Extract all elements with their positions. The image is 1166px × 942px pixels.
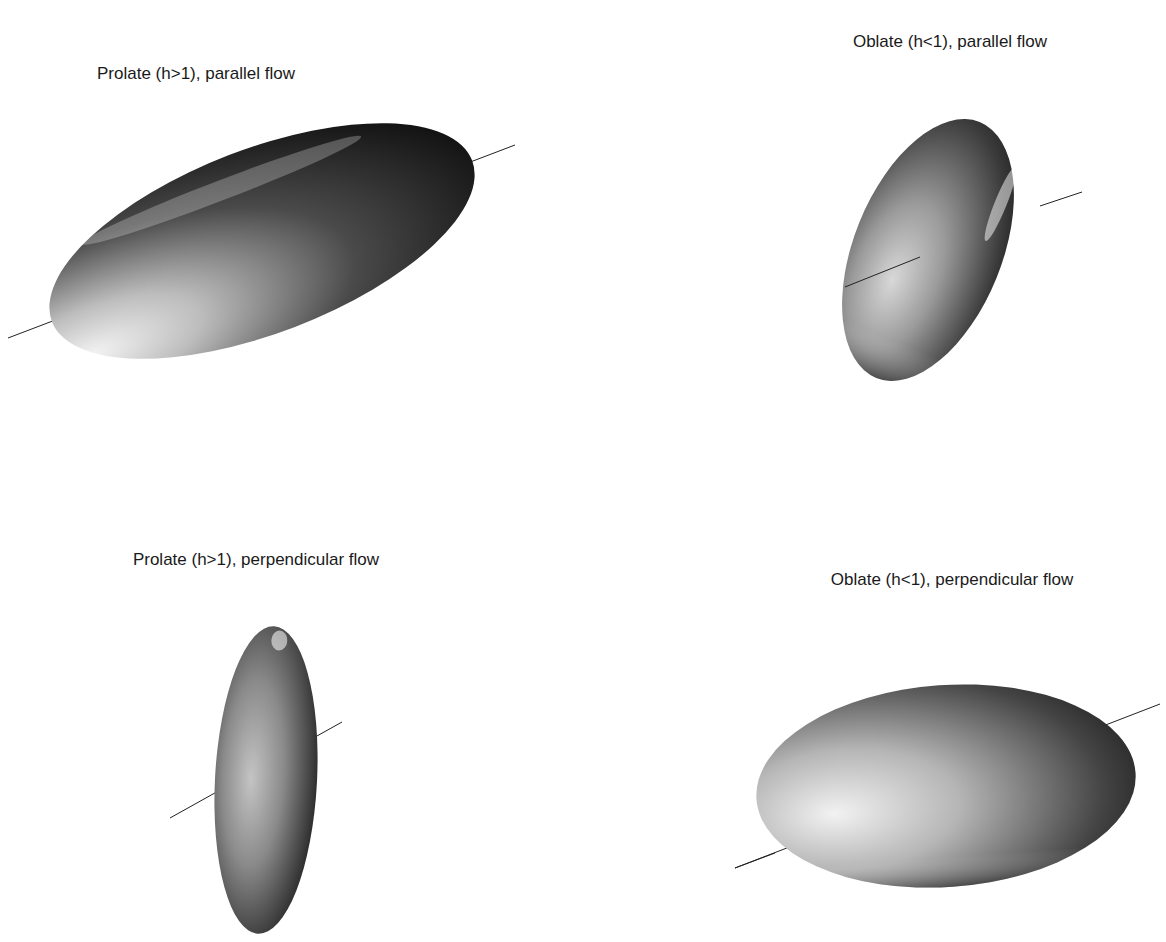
figure-title: Prolate (h>1), parallel flow [97,64,295,84]
prolate-ellipsoid [207,624,325,937]
figure-title: Oblate (h<1), perpendicular flow [831,570,1073,590]
oblate-ellipsoid [808,94,1049,405]
axis-line [735,853,775,868]
axis-line [1040,192,1082,206]
prolate-ellipsoid [19,74,505,407]
figure-title: Prolate (h>1), perpendicular flow [133,550,379,570]
oblate-ellipsoid [749,672,1142,900]
figure-title: Oblate (h<1), parallel flow [853,32,1047,52]
axis-line [845,257,920,287]
